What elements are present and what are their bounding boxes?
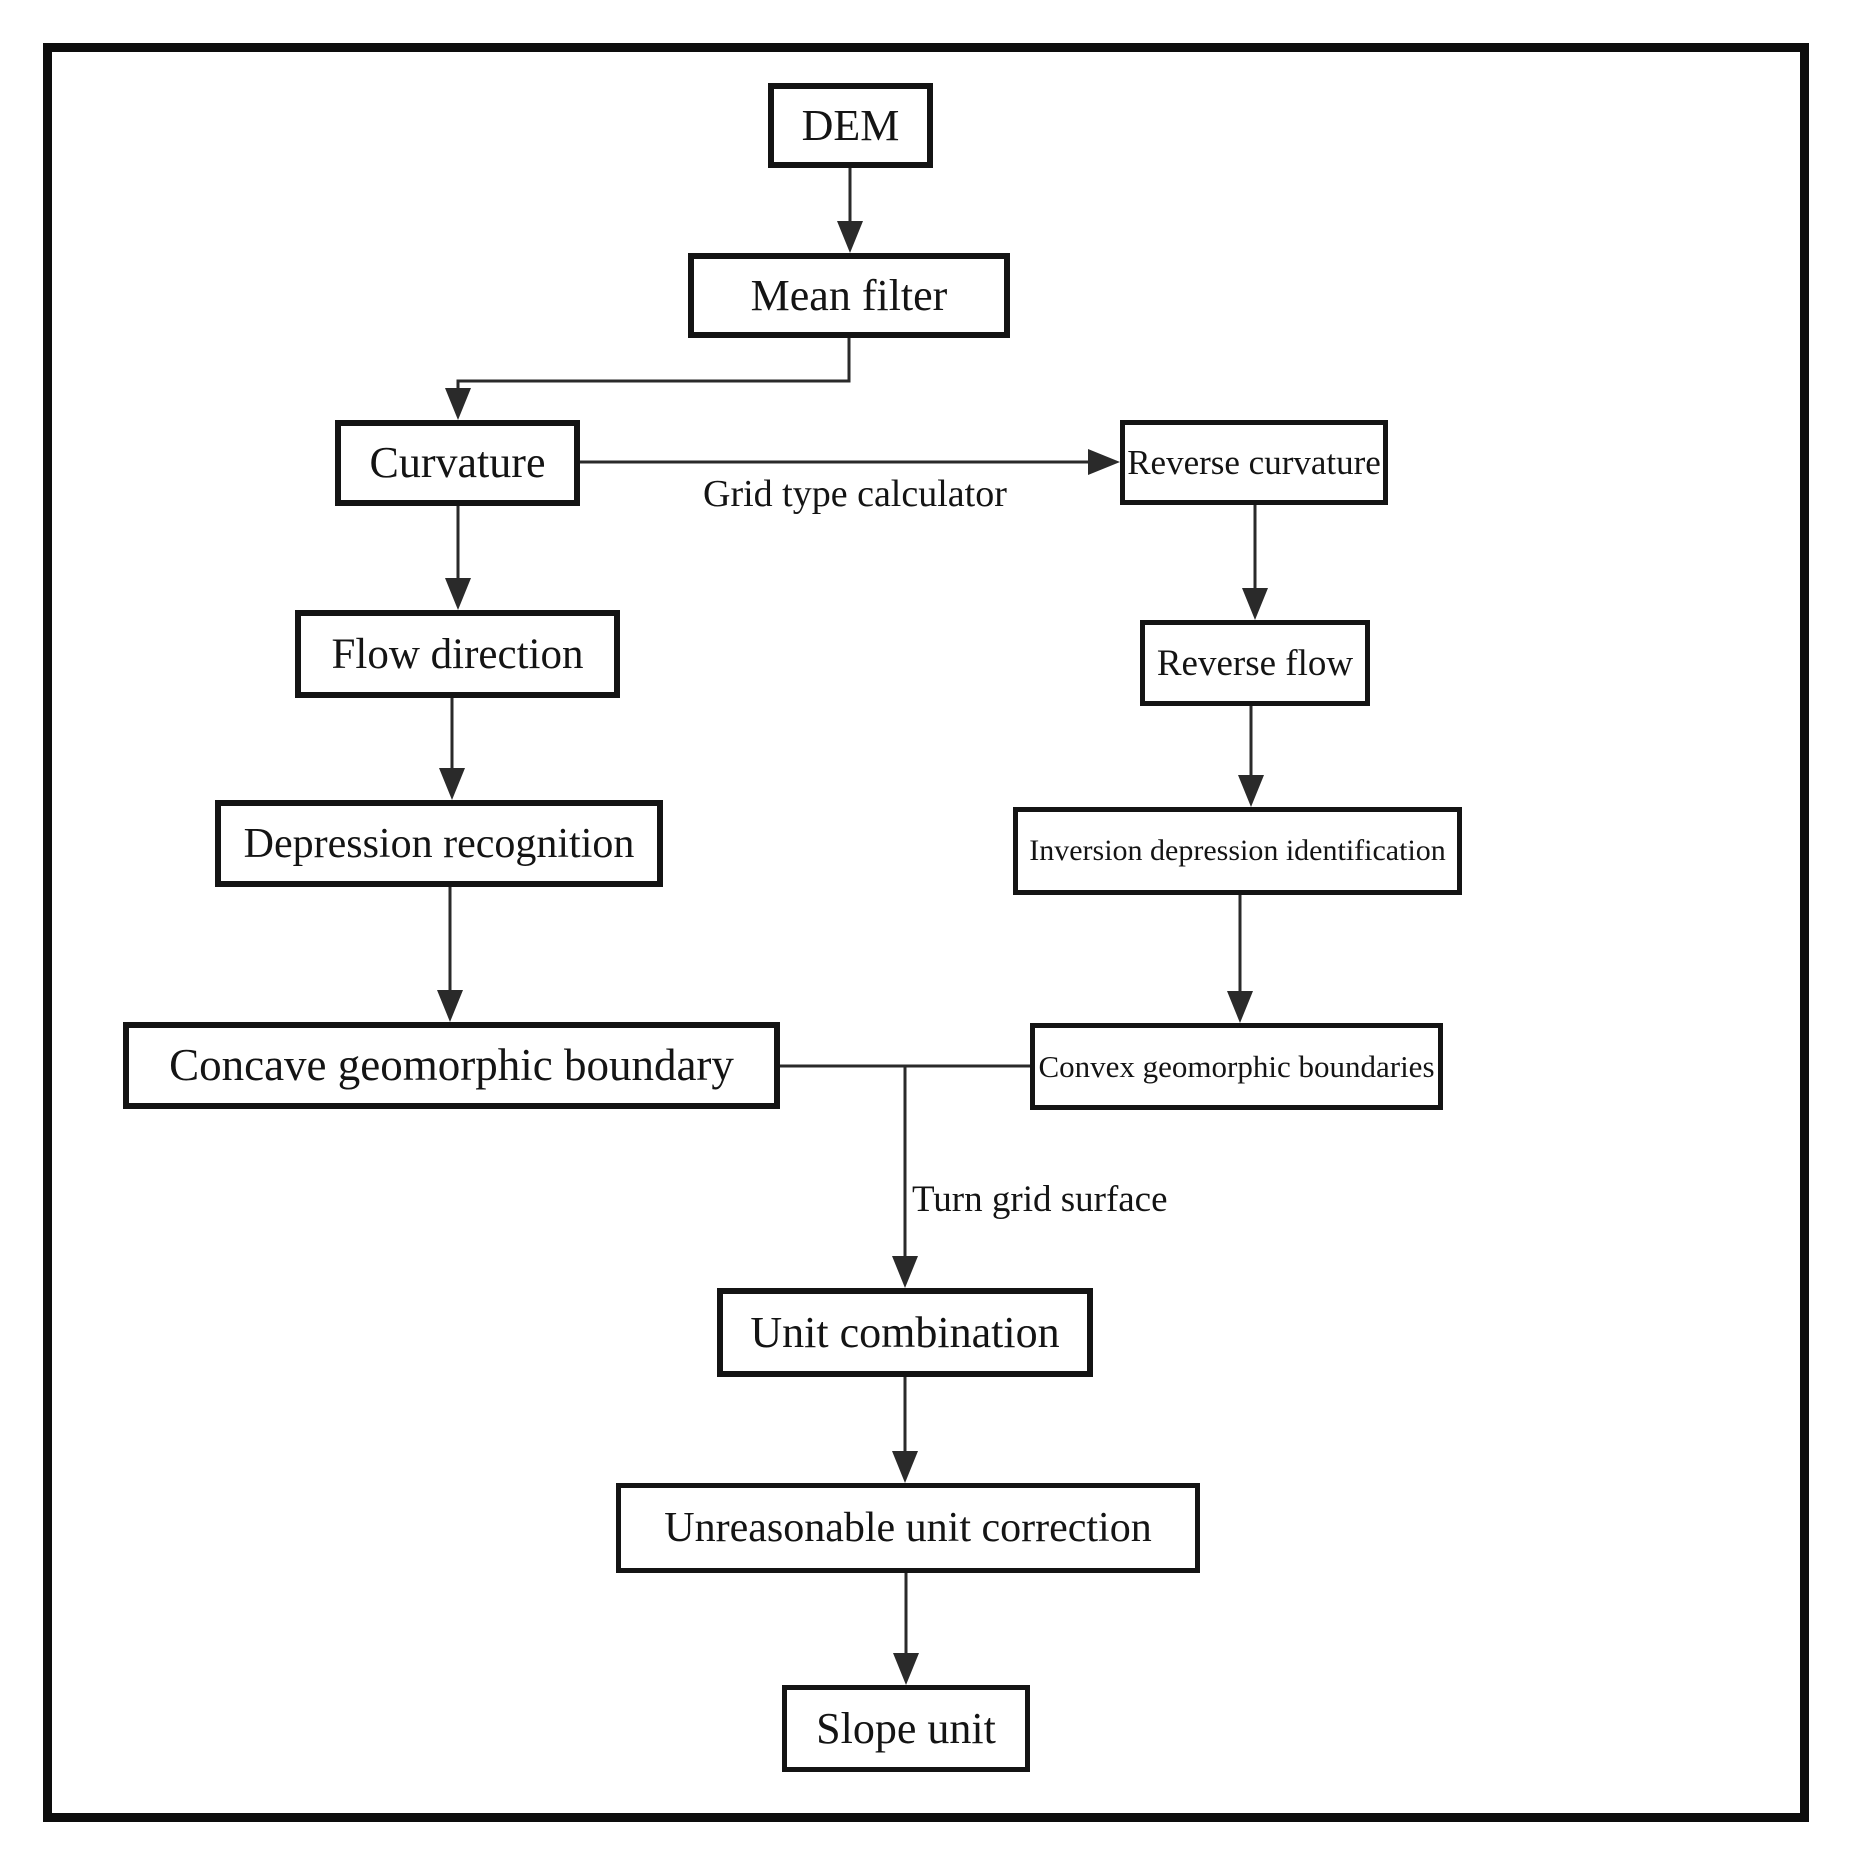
node-reverse-flow: Reverse flow — [1140, 620, 1370, 706]
node-label-unit-combination: Unit combination — [750, 1307, 1060, 1357]
node-convex-geomorphic-boundaries: Convex geomorphic boundaries — [1030, 1023, 1443, 1110]
node-concave-geomorphic-boundary: Concave geomorphic boundary — [123, 1022, 780, 1109]
node-depression-recognition: Depression recognition — [215, 800, 663, 887]
node-label-mean-filter: Mean filter — [750, 270, 948, 320]
node-label-reverse-flow: Reverse flow — [1156, 642, 1354, 684]
node-label-convex-geomorphic-boundaries: Convex geomorphic boundaries — [1038, 1049, 1435, 1084]
node-curvature: Curvature — [335, 420, 580, 506]
node-unreasonable-unit-correction: Unreasonable unit correction — [616, 1483, 1200, 1573]
node-unit-combination: Unit combination — [717, 1288, 1093, 1377]
node-slope-unit: Slope unit — [782, 1685, 1030, 1772]
node-label-concave-geomorphic-boundary: Concave geomorphic boundary — [169, 1040, 734, 1090]
node-reverse-curvature: Reverse curvature — [1120, 420, 1388, 505]
node-label-depression-recognition: Depression recognition — [243, 820, 635, 867]
node-mean-filter: Mean filter — [688, 253, 1010, 338]
node-label-dem: DEM — [801, 100, 900, 150]
node-label-unreasonable-unit-correction: Unreasonable unit correction — [664, 1505, 1152, 1551]
edge-label-turn-grid-surface: Turn grid surface — [912, 1179, 1168, 1220]
node-inversion-depression-identification: Inversion depression identification — [1013, 807, 1462, 895]
edge-label-grid-type-calculator: Grid type calculator — [703, 473, 1007, 515]
outer-frame — [43, 43, 1809, 1822]
node-flow-direction: Flow direction — [295, 610, 620, 698]
node-label-curvature: Curvature — [369, 438, 546, 487]
node-label-flow-direction: Flow direction — [331, 630, 584, 678]
node-label-reverse-curvature: Reverse curvature — [1127, 443, 1381, 482]
node-label-slope-unit: Slope unit — [816, 1703, 996, 1753]
node-label-inversion-depression-identification: Inversion depression identification — [1029, 834, 1446, 867]
node-dem: DEM — [768, 83, 933, 168]
